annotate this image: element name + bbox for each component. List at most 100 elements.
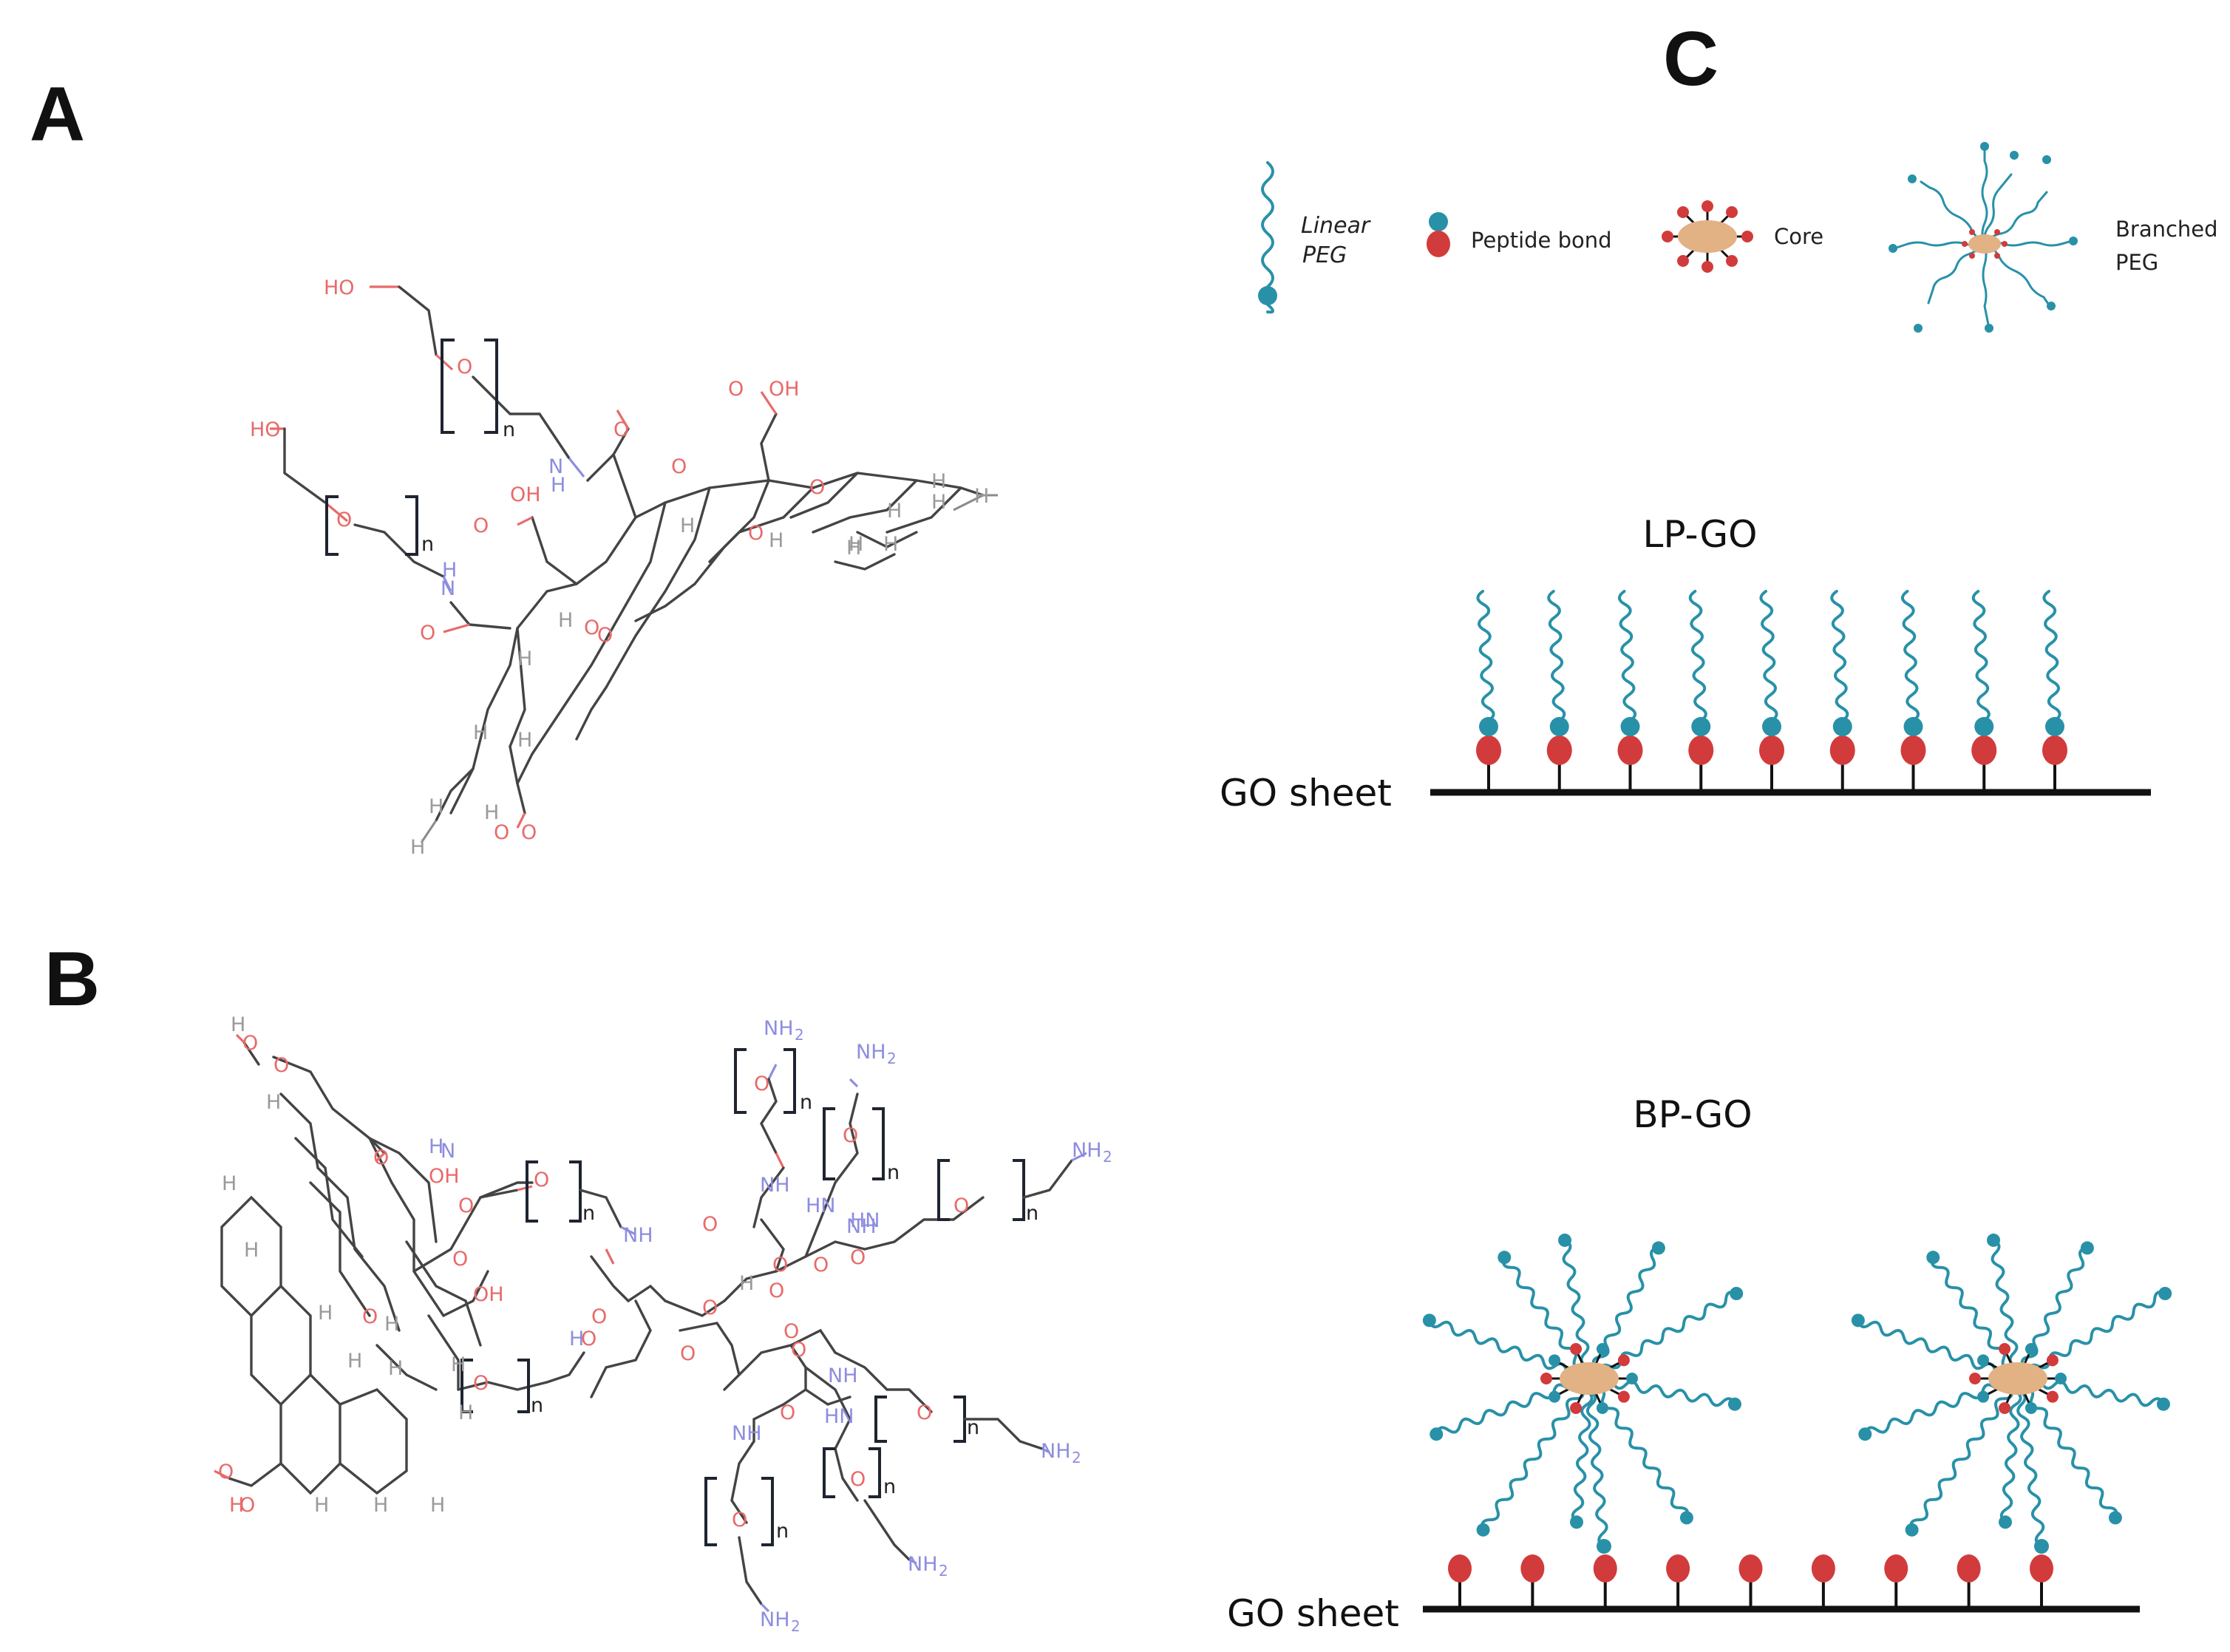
atom-label: O	[791, 1339, 806, 1362]
bp-go-title: BP-GO	[1633, 1093, 1752, 1136]
atom-label: O	[242, 1032, 258, 1055]
atom-label: O	[732, 1509, 747, 1532]
atom-label: H	[569, 1328, 584, 1350]
atom-label: O	[373, 1146, 389, 1169]
atom-label: O	[581, 1328, 596, 1350]
atom-label: OH	[473, 1283, 504, 1306]
atom-label: O	[780, 1401, 795, 1424]
atom-label: O	[494, 821, 509, 844]
atom-label: H	[883, 533, 898, 556]
atom-label: O	[273, 1054, 289, 1077]
atom-label: NH	[760, 1174, 790, 1197]
lp-peg-chain	[1829, 590, 1855, 792]
legend-linear-peg-line1: Linear	[1301, 213, 1371, 239]
atom-label: H	[429, 1135, 443, 1158]
atom-label: HN	[850, 1209, 880, 1232]
atom-label: O	[748, 522, 764, 545]
atom-label: O	[597, 624, 613, 647]
atom-label: NH	[1041, 1440, 1071, 1463]
lp-peg-chain	[1900, 590, 1926, 792]
bp-anchor	[1957, 1554, 1981, 1609]
atom-label: NH	[1072, 1139, 1102, 1162]
atom-label: O	[850, 1246, 866, 1269]
atom-label: O	[728, 378, 744, 401]
atom-label: O	[420, 622, 435, 645]
bp-go-sheet-label: GO sheet	[1227, 1592, 1399, 1635]
atom-label: O	[457, 356, 472, 378]
legend-linear-peg-line2: PEG	[1302, 242, 1347, 268]
atom-label: O	[917, 1401, 932, 1424]
atom-label: NH	[623, 1224, 653, 1247]
branched-peg-icon	[1889, 142, 2078, 333]
atom-label: NH	[764, 1017, 794, 1040]
lp-peg-chain	[1759, 590, 1784, 792]
lp-peg-chain	[1971, 590, 1997, 792]
atom-label: H	[517, 729, 532, 752]
bp-anchor	[1811, 1554, 1835, 1609]
atom-label: H	[222, 1172, 237, 1195]
atom-label: H	[473, 721, 488, 744]
atom-label: O	[680, 1342, 696, 1365]
atom-label: H	[244, 1239, 259, 1262]
lp-peg-chain	[1688, 590, 1714, 792]
atom-label: O	[336, 509, 352, 531]
panel-b-letter: B	[44, 937, 100, 1022]
atom-label: OH	[510, 483, 541, 506]
atom-label: H	[846, 537, 861, 560]
repeat-label: n	[883, 1475, 896, 1498]
atom-label: HO	[250, 418, 281, 441]
atom-label: H	[931, 491, 946, 514]
atom-label: H	[558, 609, 573, 632]
lp-go-sheet-label: GO sheet	[1220, 772, 1392, 815]
atom-label: H	[442, 559, 457, 582]
atom-label: HN	[824, 1405, 854, 1428]
atom-label: HO	[324, 276, 355, 299]
atom-label: H	[429, 795, 443, 818]
repeat-label: n	[421, 533, 434, 556]
panel-b-structure: H O O H H H O H N OH O O n NH O OH O H H…	[214, 1013, 1112, 1635]
atom-label: O	[754, 1073, 769, 1095]
atom-label: 2	[887, 1050, 897, 1067]
linear-peg-icon	[1258, 161, 1277, 314]
atom-label: O	[809, 476, 825, 499]
atom-label: H	[739, 1272, 754, 1295]
atom-label: H	[231, 1013, 245, 1036]
atom-label: O	[671, 455, 687, 478]
atom-label: H	[680, 514, 695, 537]
panel-a-letter: A	[30, 72, 85, 157]
bp-branched-peg	[1851, 1233, 2172, 1554]
bp-anchor	[1884, 1554, 1908, 1609]
atom-label: H	[314, 1494, 329, 1517]
atom-label: 2	[1103, 1148, 1112, 1166]
legend: Linear PEG Peptide bond Core	[1258, 142, 2218, 333]
bp-anchor	[1448, 1554, 1472, 1609]
atom-label: O	[473, 1372, 489, 1395]
atom-label: N	[441, 577, 455, 600]
atom-label: H	[384, 1313, 399, 1336]
atom-label: 2	[1072, 1449, 1081, 1466]
atom-label: NH	[760, 1608, 790, 1631]
repeat-label: n	[582, 1202, 595, 1225]
atom-label: N	[441, 1140, 455, 1163]
bp-anchor	[2030, 1554, 2053, 1609]
atom-label: H	[266, 1091, 281, 1114]
atom-label: O	[783, 1320, 799, 1343]
atom-label: O	[953, 1194, 969, 1217]
atom-label: O	[769, 1279, 784, 1302]
atom-label: O	[239, 1494, 255, 1517]
atom-label: H	[347, 1350, 362, 1373]
atom-label: O	[702, 1213, 718, 1236]
repeat-label: n	[967, 1416, 979, 1439]
atom-label: NH	[908, 1553, 938, 1576]
atom-label: H	[931, 470, 946, 493]
repeat-label: n	[1026, 1202, 1038, 1225]
repeat-label: n	[800, 1091, 812, 1114]
lp-go-title: LP-GO	[1643, 513, 1758, 556]
repeat-label: n	[887, 1161, 900, 1184]
atom-label: H	[887, 500, 902, 523]
atom-label: O	[534, 1169, 549, 1192]
bp-branched-peg	[1422, 1233, 1744, 1554]
lp-peg-chain	[1546, 590, 1572, 792]
atom-label: H	[430, 1494, 445, 1517]
atom-label: 2	[939, 1562, 948, 1580]
